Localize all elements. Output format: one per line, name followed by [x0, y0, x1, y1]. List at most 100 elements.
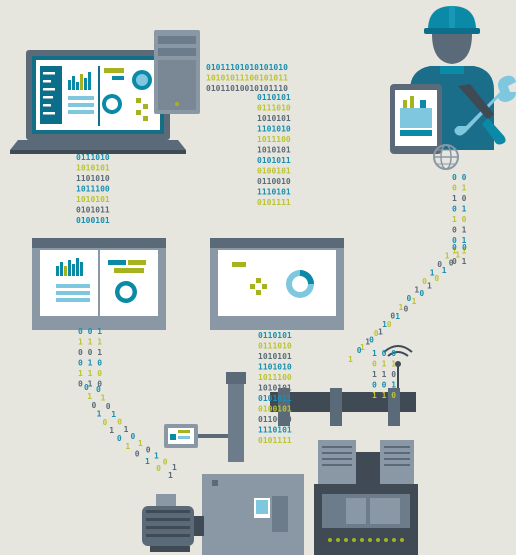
- binary-trail-hmi-to-motor-2: 0: [117, 418, 122, 427]
- binary-line-machine-column: 0110101: [258, 331, 292, 340]
- binary-line-server-right: 01011010010101110: [206, 84, 288, 93]
- binary-trail-engineer-to-machine: 0: [419, 289, 424, 298]
- binary-trail-hmi-to-motor: 1: [125, 442, 130, 451]
- binary-line-engineer-down: 0 1: [452, 184, 467, 193]
- binary-line-machine-column: 1101010: [258, 363, 292, 372]
- binary-line-machine-column: 0101011: [258, 394, 292, 403]
- binary-line-laptop-to-hmi: 0101011: [76, 206, 110, 215]
- binary-trail-engineer-to-machine: 1: [427, 282, 432, 291]
- binary-line-engineer-down: 0 1: [452, 257, 467, 266]
- binary-trail-hmi-to-motor-2: 1: [138, 439, 143, 448]
- binary-trail-hmi-to-motor-2: 0: [163, 457, 168, 466]
- hmi-panel-right: [210, 238, 344, 330]
- binary-trail-hmi-to-motor-2: 1: [172, 463, 177, 472]
- binary-line-server-right: 10101011100101011: [206, 74, 288, 83]
- server-tower-icon: [154, 30, 200, 114]
- binary-trail-engineer-to-machine-2: 0: [407, 294, 412, 303]
- binary-trail-hmi-to-motor-2: 0: [106, 402, 111, 411]
- tablet-icon: [390, 84, 442, 154]
- binary-trail-engineer-to-machine-2: 1: [414, 286, 419, 295]
- binary-line-server-down: 1110101: [257, 188, 291, 197]
- binary-trail-hmi-to-motor: 1: [145, 457, 150, 466]
- binary-trail-engineer-to-machine-2: 0: [357, 346, 362, 355]
- binary-trail-engineer-to-machine: 1: [360, 343, 365, 352]
- binary-line-hmi-left-down: 0 0 1: [78, 348, 102, 357]
- binary-trail-hmi-to-motor: 0: [117, 434, 122, 443]
- binary-line-machine-column: 1010101: [258, 384, 292, 393]
- binary-trail-engineer-to-machine-2: 1: [399, 303, 404, 312]
- binary-line-machine-column: 0100101: [258, 405, 292, 414]
- binary-trail-engineer-to-machine-2: 1: [365, 338, 370, 347]
- binary-trail-engineer-to-machine: 1: [412, 297, 417, 306]
- binary-trail-engineer-to-machine: 0: [369, 335, 374, 344]
- electric-motor-icon: [142, 494, 204, 552]
- binary-line-wireless-stream: 0 1 1: [372, 360, 396, 369]
- binary-line-machine-column: 1110101: [258, 426, 292, 435]
- binary-line-machine-column: 0101111: [258, 436, 292, 445]
- binary-trail-hmi-to-motor: 0: [103, 418, 108, 427]
- binary-line-laptop-to-hmi: 1010101: [76, 164, 110, 173]
- laptop-bar-chart-icon: [68, 72, 91, 90]
- binary-trail-engineer-to-machine: 0: [449, 258, 454, 267]
- binary-line-server-down: 1011100: [257, 135, 291, 144]
- binary-line-engineer-down: 0 1: [452, 205, 467, 214]
- binary-line-wireless-stream: 1 1 0: [372, 391, 396, 400]
- binary-line-laptop-to-hmi: 0100101: [76, 216, 110, 225]
- binary-trail-hmi-to-motor: 1: [97, 409, 102, 418]
- binary-line-server-down: 1101010: [257, 125, 291, 134]
- binary-trail-engineer-to-machine-2: 0: [374, 329, 379, 338]
- binary-trail-hmi-to-motor-2: 0: [146, 445, 151, 454]
- binary-line-laptop-to-hmi: 1010101: [76, 195, 110, 204]
- binary-line-machine-column: 1011100: [258, 373, 292, 382]
- hmi-panel-left: [32, 238, 166, 330]
- binary-line-server-down: 0100101: [257, 167, 291, 176]
- binary-trail-hmi-to-motor: 0: [84, 383, 89, 392]
- binary-line-server-right: 01011101010101010: [206, 63, 288, 72]
- binary-line-server-down: 1010101: [257, 146, 291, 155]
- binary-line-hmi-left-down: 1 1 0: [78, 369, 102, 378]
- binary-trail-hmi-to-motor-2: 0: [131, 432, 136, 441]
- binary-line-laptop-to-hmi: 1011100: [76, 185, 110, 194]
- binary-line-engineer-down: 1 1: [452, 247, 467, 256]
- binary-line-hmi-left-down: 1 1 1: [78, 338, 102, 347]
- binary-data-streams: 0111010101010111010101011100101010101010…: [76, 63, 467, 480]
- binary-line-machine-column: 0111010: [258, 342, 292, 351]
- binary-trail-engineer-to-machine: 1: [455, 251, 460, 260]
- binary-trail-engineer-to-machine-2: 0: [422, 277, 427, 286]
- binary-trail-engineer-to-machine-2: 1: [430, 269, 435, 278]
- binary-line-engineer-down: 0 0: [452, 173, 467, 182]
- binary-trail-engineer-to-machine-2: 0: [452, 243, 457, 252]
- hmi-left-bar-chart-icon: [56, 258, 83, 276]
- binary-trail-engineer-to-machine: 1: [442, 266, 447, 275]
- binary-line-wireless-stream: 0 0 1: [372, 381, 396, 390]
- binary-line-server-down: 1010101: [257, 114, 291, 123]
- binary-line-hmi-left-down: 0 0 1: [78, 327, 102, 336]
- binary-line-server-down: 0101111: [257, 198, 291, 207]
- laptop-icon: [10, 50, 186, 154]
- binary-trail-engineer-to-machine: 0: [404, 305, 409, 314]
- binary-trail-hmi-to-motor-2: 1: [154, 452, 159, 461]
- binary-line-engineer-down: 0 1: [452, 226, 467, 235]
- binary-trail-hmi-to-motor-2: 1: [111, 410, 116, 419]
- binary-trail-engineer-to-machine: 0: [387, 320, 392, 329]
- binary-trail-hmi-to-motor: 1: [168, 471, 173, 480]
- binary-line-engineer-down: 0 1: [452, 236, 467, 245]
- binary-line-wireless-stream: 1 1 0: [372, 370, 396, 379]
- binary-trail-hmi-to-motor: 1: [87, 392, 92, 401]
- binary-trail-engineer-to-machine-2: 1: [382, 320, 387, 329]
- binary-trail-engineer-to-machine: 0: [462, 243, 467, 252]
- binary-line-engineer-down: 1 0: [452, 194, 467, 203]
- binary-line-server-down: 0110101: [257, 93, 291, 102]
- binary-trail-engineer-to-machine-2: 0: [437, 260, 442, 269]
- industrial-press-icon: [164, 372, 418, 555]
- binary-line-hmi-left-down: 0 1 0: [78, 359, 102, 368]
- binary-trail-hmi-to-motor: 0: [135, 449, 140, 458]
- binary-line-hmi-left-down: 0 1 0: [78, 380, 102, 389]
- binary-trail-engineer-to-machine-2: 0: [390, 311, 395, 320]
- binary-trail-hmi-to-motor: 0: [92, 401, 97, 410]
- binary-trail-engineer-to-machine: 1: [395, 312, 400, 321]
- binary-line-wireless-stream: 1 0 0: [372, 349, 396, 358]
- binary-trail-hmi-to-motor-2: 1: [101, 394, 106, 403]
- binary-trail-hmi-to-motor: 0: [156, 464, 161, 473]
